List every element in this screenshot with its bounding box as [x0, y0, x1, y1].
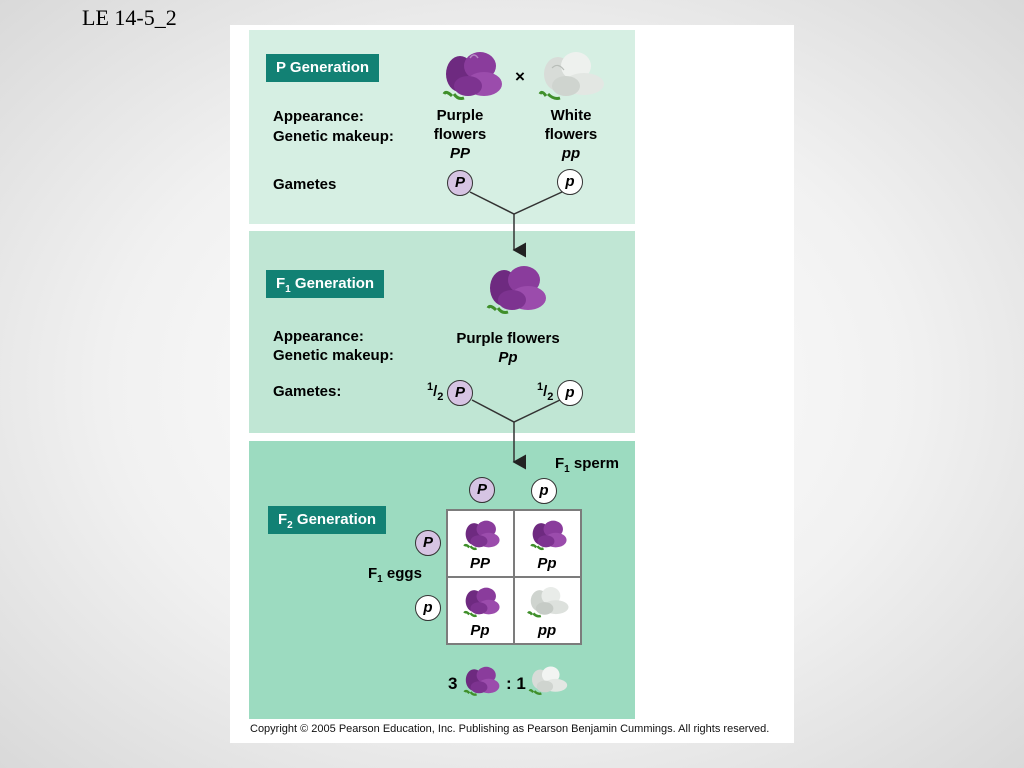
- punnett-genotype: PP: [469, 555, 490, 572]
- egg-recessive: p: [415, 595, 441, 621]
- parent2-genotype: pp: [561, 145, 581, 162]
- punnett-genotype: pp: [537, 622, 557, 639]
- punnett-cell: Pp: [515, 511, 579, 575]
- p-gamete-recessive: p: [557, 169, 583, 195]
- white-flower-icon: [527, 587, 569, 618]
- p-appearance-label: Appearance:: [273, 108, 364, 125]
- parent2-appearance-line1: White: [550, 107, 592, 124]
- f1-gamete-recessive: p: [557, 380, 583, 406]
- parent1-appearance-line1: Purple: [436, 107, 484, 124]
- f2-generation-label: F2 Generation: [268, 506, 387, 534]
- sperm-recessive: p: [531, 478, 557, 504]
- parent2-appearance-line2: flowers: [544, 126, 598, 143]
- white-flower-icon: [538, 52, 604, 100]
- punnett-genotype: Pp: [470, 622, 490, 639]
- slide-title: LE 14-5_2: [82, 5, 177, 30]
- p-generation-label: P Generation: [266, 54, 380, 82]
- purple-flower-icon: [463, 520, 500, 551]
- f1-appearance-label: Appearance:: [273, 328, 364, 345]
- purple-flower-icon: [463, 587, 500, 618]
- parent1-genotype: PP: [449, 145, 471, 162]
- punnett-cell: pp: [515, 578, 579, 642]
- p-gametes-label: Gametes: [273, 176, 337, 193]
- p-gamete-join-line: [469, 191, 563, 215]
- ratio-separator: : 1: [506, 674, 526, 693]
- purple-flower-icon: [530, 520, 567, 551]
- f1-genetic-label: Genetic makeup:: [273, 347, 394, 364]
- purple-flower-icon: [486, 266, 546, 314]
- p-genetic-label: Genetic makeup:: [273, 128, 394, 145]
- egg-dominant: P: [415, 530, 441, 556]
- punnett-square: PP Pp Pp pp: [446, 509, 582, 645]
- purple-flower-icon: [442, 52, 502, 100]
- f1-genotype: Pp: [498, 349, 518, 366]
- f1-generation-label: F1 Generation: [266, 270, 385, 298]
- f1-eggs-label: F1 eggs: [368, 565, 422, 585]
- white-flower-icon: [528, 666, 568, 695]
- sperm-dominant: P: [469, 477, 495, 503]
- punnett-genotype: Pp: [537, 555, 557, 572]
- f1-gamete-fraction-right: 1/2: [537, 381, 554, 403]
- f1-gamete-dominant: P: [447, 380, 473, 406]
- f1-gamete-join-line: [471, 399, 561, 423]
- punnett-cell: PP: [448, 511, 512, 575]
- f1-sperm-label: F1 sperm: [555, 455, 619, 475]
- copyright-notice: Copyright © 2005 Pearson Education, Inc.…: [250, 723, 770, 735]
- grid-divider-horizontal: [448, 576, 580, 578]
- figure: [230, 25, 794, 743]
- f1-gamete-fraction-left: 1/2: [427, 381, 444, 403]
- parent1-appearance-line2: flowers: [433, 126, 487, 143]
- f1-gametes-label: Gametes:: [273, 383, 342, 400]
- punnett-cell: Pp: [448, 578, 512, 642]
- purple-flower-icon: [463, 666, 500, 696]
- ratio-purple-count: 3: [448, 674, 458, 693]
- p-gamete-dominant: P: [447, 170, 473, 196]
- f1-appearance: Purple flowers: [456, 330, 560, 347]
- cross-symbol: ×: [515, 67, 525, 86]
